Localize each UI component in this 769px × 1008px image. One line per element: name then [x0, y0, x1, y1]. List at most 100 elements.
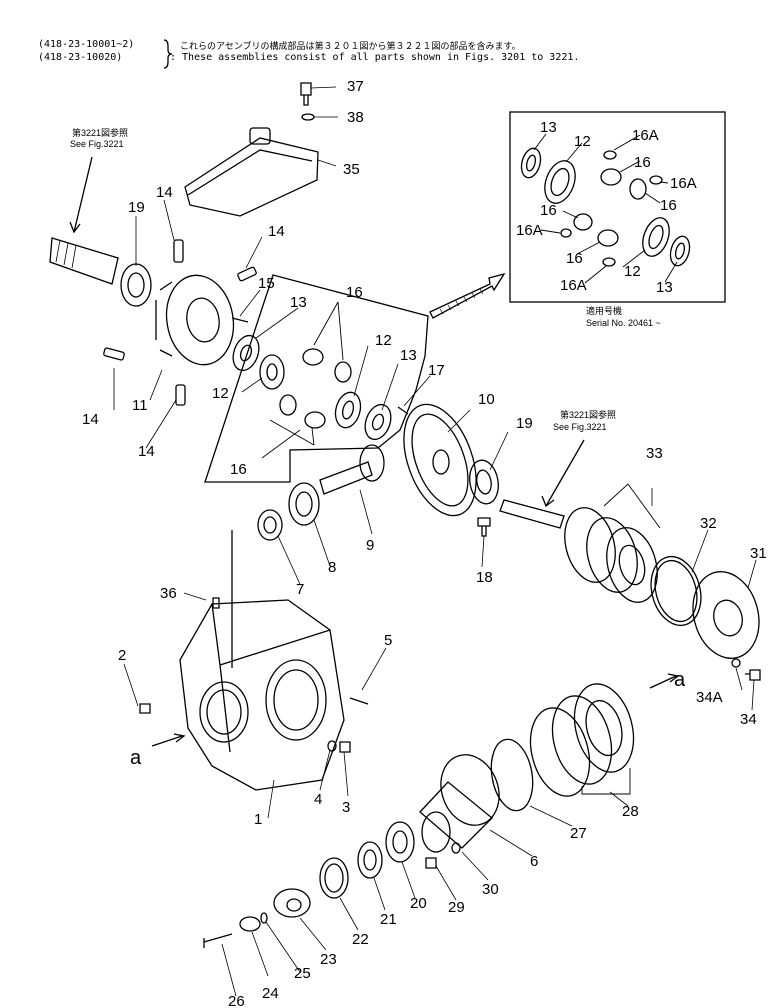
callout-34A: 34A: [696, 689, 723, 706]
side-washer-13-right: [364, 403, 392, 441]
housing-bore-left: [199, 681, 249, 743]
inset-callout-13-bottom: 13: [656, 279, 673, 296]
callout-5: 5: [384, 632, 392, 649]
inset-leader-lines: [533, 133, 678, 284]
header-serial-range-2: (418-23-10020): [38, 52, 123, 63]
callout-20: 20: [410, 895, 427, 912]
washer-34A: [731, 658, 741, 668]
bolt-37: [300, 82, 312, 106]
ref-mid-jp: 第3221図参照: [560, 409, 616, 420]
pinion-16-c: [279, 394, 297, 416]
washer-38: [301, 113, 315, 121]
bolt-26: [203, 933, 233, 948]
callout-31: 31: [750, 545, 767, 562]
pin-14-left: [103, 347, 125, 361]
ref-arrow-mid: [541, 439, 585, 508]
washer-24: [239, 916, 261, 932]
cover-plate: [184, 137, 319, 217]
callout-10: 10: [478, 391, 495, 408]
callout-24: 24: [262, 985, 279, 1002]
header-note-jp: これらのアセンブリの構成部品は第３２０１図から第３２２１図の部品を含みます。: [180, 42, 521, 52]
callout-13-right: 13: [400, 347, 417, 364]
brake-shaft: [499, 499, 565, 529]
pin-15: [231, 317, 249, 323]
bevel-gear-10: [403, 403, 477, 517]
callout-2: 2: [118, 647, 126, 664]
plug-3: [339, 741, 351, 753]
callout-16-bottom: 16: [230, 461, 247, 478]
washer-4: [327, 740, 337, 752]
callout-34: 34: [740, 711, 757, 728]
callout-32: 32: [700, 515, 717, 532]
ref-arrow-left: [69, 156, 93, 234]
inset-arrow: [429, 272, 506, 319]
inset-serial-jp: 適用号機: [586, 305, 622, 316]
callout-25: 25: [294, 965, 311, 982]
clutch-28-c: [573, 683, 635, 773]
inset-callout-16-b: 16: [660, 197, 677, 214]
callout-1: 1: [254, 811, 262, 828]
header-serial-range-1: (418-23-10001~2): [38, 39, 135, 50]
pin-14-bottom: [175, 384, 186, 406]
ref-mid-en: See Fig.3221: [553, 422, 607, 432]
inset-serial-en: Serial No. 20461 ~: [586, 318, 661, 328]
part-callouts: 37 38 35 19 14 14 15 13 16 12 13 17 14 1…: [82, 78, 767, 1008]
callout-14-bottom: 14: [138, 443, 155, 460]
washer-25: [260, 912, 268, 924]
seal-22: [319, 857, 349, 899]
inset-callout-16A-bottom: 16A: [560, 277, 587, 294]
side-gear-12-right: [334, 391, 362, 429]
callout-4: 4: [314, 791, 322, 808]
housing-1: [179, 599, 345, 791]
flange-23: [273, 888, 311, 918]
pin-14-top: [173, 239, 184, 263]
callout-16-top: 16: [346, 284, 363, 301]
side-washer-13-left: [232, 334, 260, 372]
callout-12-left: 12: [212, 385, 229, 402]
cover-31: [692, 571, 760, 659]
pin-5: [349, 697, 369, 705]
inset-callout-16A-left: 16A: [516, 222, 543, 239]
washer-30: [451, 842, 461, 854]
pin-17: [397, 406, 409, 415]
callout-8: 8: [328, 559, 336, 576]
inset-callout-16A-right: 16A: [670, 175, 697, 192]
callout-12-right: 12: [375, 332, 392, 349]
callout-38: 38: [347, 109, 364, 126]
callout-13-left: 13: [290, 294, 307, 311]
callout-29: 29: [448, 899, 465, 916]
callout-15: 15: [258, 275, 275, 292]
bearing-21: [357, 841, 383, 879]
bolt-18: [477, 517, 491, 537]
clutch-28-b: [551, 695, 613, 785]
bearing-20: [385, 821, 415, 863]
inset-box: [509, 111, 726, 303]
pinion-16-b: [334, 361, 352, 383]
view-label-right: a: [674, 669, 686, 691]
o-ring-27: [490, 738, 534, 812]
callout-23: 23: [320, 951, 337, 968]
gear-group-bracket: [204, 274, 429, 483]
callout-30: 30: [482, 881, 499, 898]
callout-21: 21: [380, 911, 397, 928]
callout-9: 9: [366, 537, 374, 554]
callout-37: 37: [347, 78, 364, 95]
header-bracket: [163, 39, 173, 69]
housing-bore-right: [265, 659, 327, 741]
view-arrow-left: [151, 733, 186, 747]
callout-6: 6: [530, 853, 538, 870]
callout-18: 18: [476, 569, 493, 586]
carrier-6: [440, 754, 500, 826]
pin-14-right: [237, 266, 257, 282]
callout-14-left: 14: [82, 411, 99, 428]
clutch-plate-33-c: [606, 527, 658, 603]
inset-callout-16-d: 16: [566, 250, 583, 267]
inset-callout-12-bottom: 12: [624, 263, 641, 280]
bolt-34: [745, 669, 761, 681]
clutch-plate-33-a: [564, 507, 616, 583]
callout-33: 33: [646, 445, 663, 462]
callout-26: 26: [228, 993, 245, 1008]
view-label-left: a: [130, 747, 142, 769]
callout-17: 17: [428, 362, 445, 379]
diff-case-11: [165, 274, 235, 366]
